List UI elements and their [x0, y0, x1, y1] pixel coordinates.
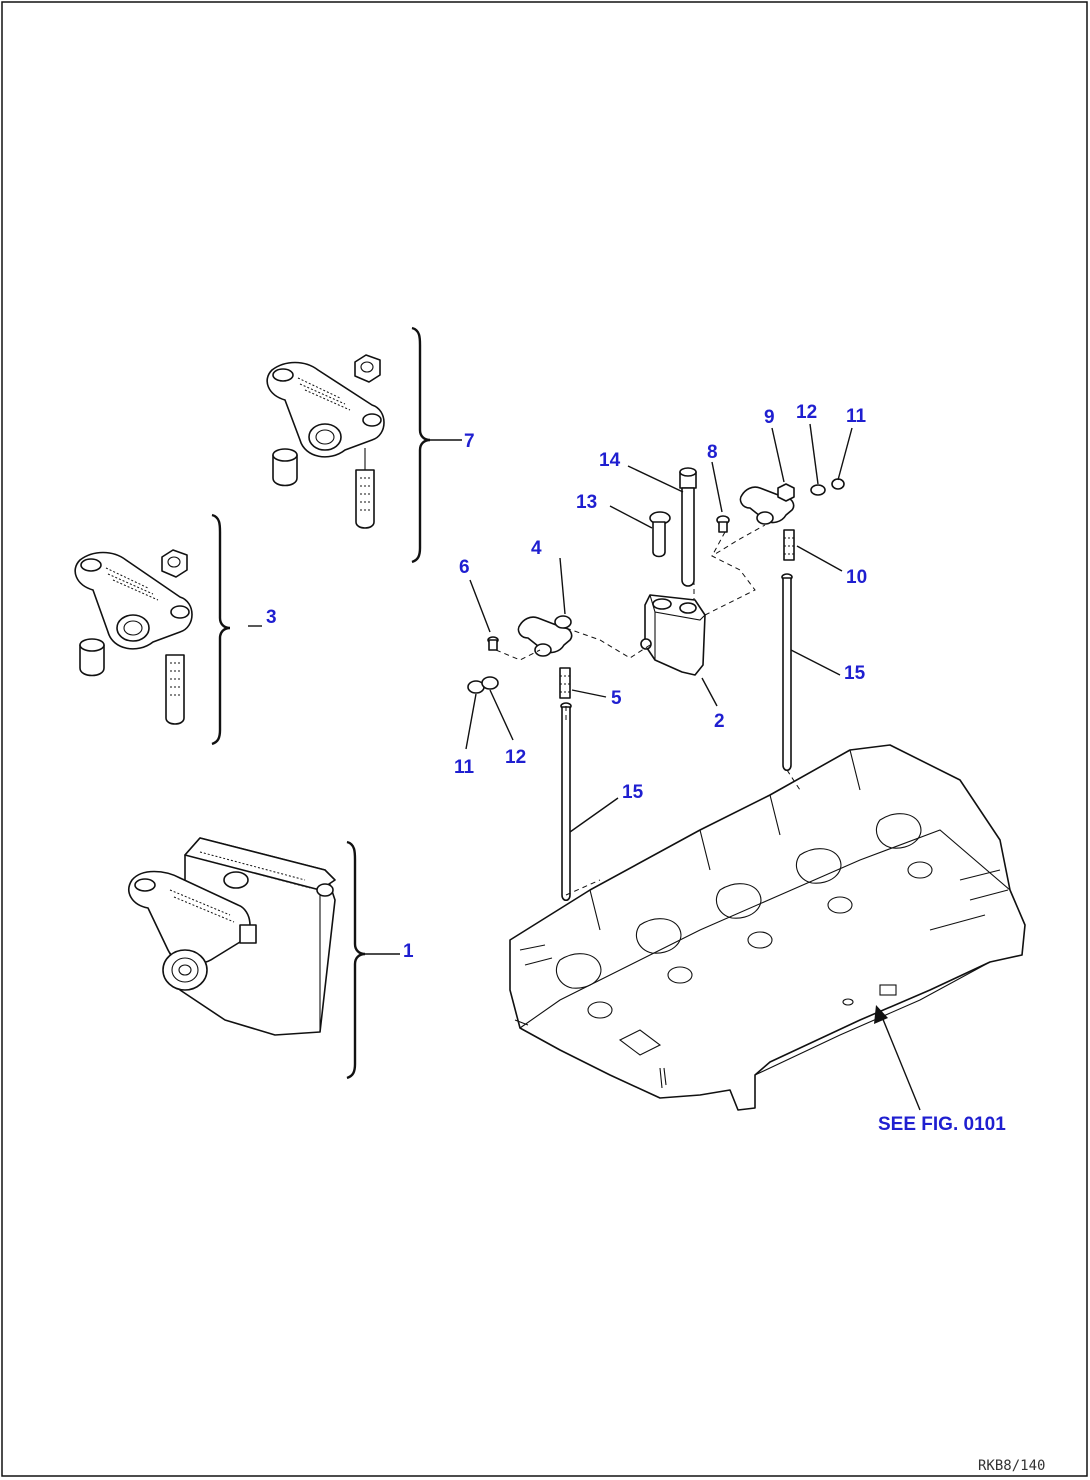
callout-3: 3 [266, 607, 277, 628]
leader-lines [465, 423, 921, 1111]
callout-2: 2 [714, 711, 725, 732]
callout-8: 8 [707, 442, 718, 463]
rocker-arm-assembly-7 [266, 354, 385, 529]
callout-4: 4 [531, 538, 542, 559]
callout-7: 7 [464, 431, 475, 452]
callout-5: 5 [611, 688, 622, 709]
figure-reference: SEE FIG. 0101 [878, 1114, 1006, 1135]
drawing-code: RKB8/140 [978, 1458, 1045, 1474]
exploded-parts [467, 467, 845, 902]
callout-11-left: 11 [454, 757, 475, 778]
rocker-housing-assembly-1 [128, 837, 336, 1036]
callout-1: 1 [403, 941, 414, 962]
callout-14: 14 [599, 450, 621, 471]
callout-13: 13 [576, 492, 597, 513]
brace-3 [211, 513, 231, 746]
arrow-head [874, 1005, 888, 1024]
callout-15-left: 15 [622, 782, 644, 803]
callout-12-left: 12 [505, 747, 526, 768]
callout-6: 6 [459, 557, 470, 578]
callout-11-right: 11 [846, 406, 867, 427]
rocker-arm-assembly-3 [74, 549, 193, 725]
callout-10: 10 [846, 567, 867, 588]
brace-7 [411, 326, 431, 564]
callout-12-right: 12 [796, 402, 817, 423]
brace-1 [346, 840, 366, 1080]
cylinder-head [509, 744, 1026, 1111]
callout-9: 9 [764, 407, 775, 428]
callout-15-right: 15 [844, 663, 866, 684]
